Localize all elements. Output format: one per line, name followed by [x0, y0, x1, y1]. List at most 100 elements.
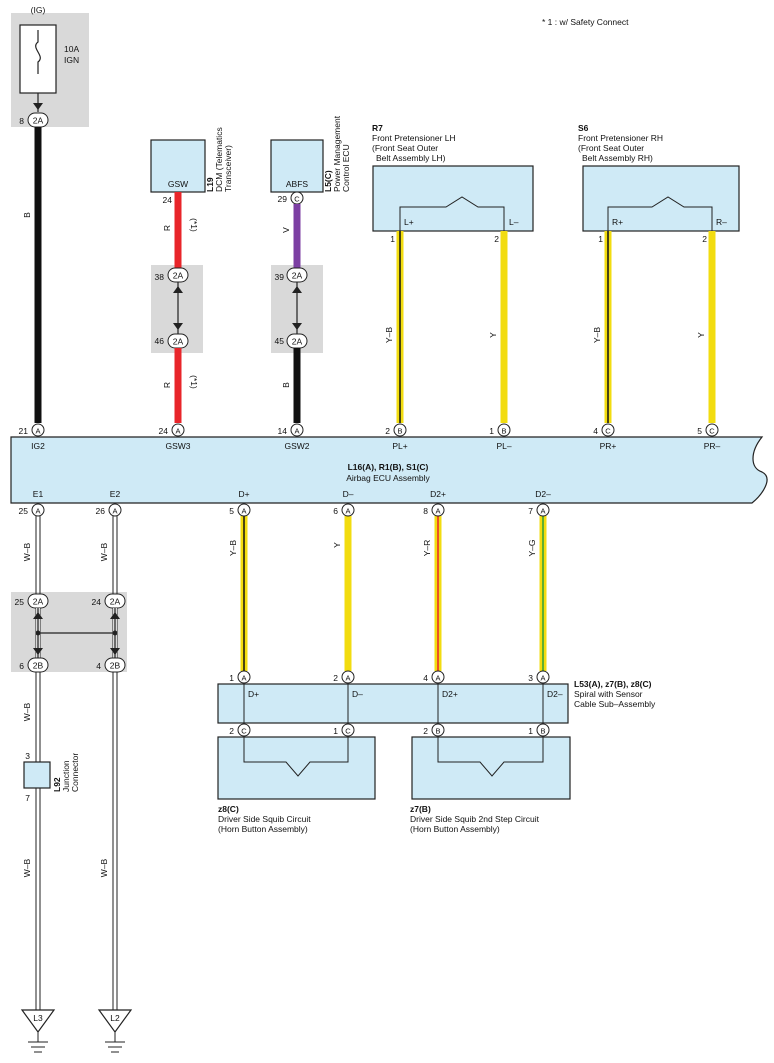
s6-box	[582, 165, 740, 232]
svg-text:Cable Sub–Assembly: Cable Sub–Assembly	[574, 699, 656, 709]
ecu-bottom-terminal: A 5	[229, 503, 251, 517]
svg-text:24: 24	[163, 195, 173, 205]
svg-text:A: A	[345, 507, 350, 516]
fuse-icon	[35, 30, 41, 74]
svg-text:R+: R+	[612, 217, 623, 227]
svg-text:(Front Seat Outer: (Front Seat Outer	[578, 143, 644, 153]
svg-text:2: 2	[702, 234, 707, 244]
svg-text:L–: L–	[509, 217, 519, 227]
arrow-up-icon	[110, 612, 120, 619]
l92-name-line2: Connector	[70, 753, 80, 792]
spiral-bottom-terminal: B 2	[423, 723, 445, 737]
svg-text:Belt Assembly RH): Belt Assembly RH)	[582, 153, 653, 163]
svg-text:IG2: IG2	[31, 441, 45, 451]
svg-text:z7(B): z7(B)	[410, 804, 431, 814]
svg-text:PR–: PR–	[704, 441, 721, 451]
svg-text:46: 46	[155, 336, 165, 346]
svg-text:2: 2	[385, 426, 390, 436]
ecu-bottom-terminal: A 8	[423, 503, 445, 517]
svg-text:A: A	[294, 427, 299, 436]
arrow-down-icon	[33, 103, 43, 110]
svg-text:Front Pretensioner RH: Front Pretensioner RH	[578, 133, 663, 143]
svg-text:B: B	[540, 727, 545, 736]
fuse-amp: 10A	[64, 44, 79, 54]
connector-2b	[27, 657, 49, 673]
wire-e2-wb	[112, 516, 118, 1010]
svg-text:B: B	[397, 427, 402, 436]
svg-text:D–: D–	[343, 489, 354, 499]
svg-text:GSW3: GSW3	[165, 441, 190, 451]
arrow-down-icon	[173, 323, 183, 330]
svg-text:GSW2: GSW2	[284, 441, 309, 451]
svg-text:A: A	[540, 674, 545, 683]
svg-text:A: A	[35, 427, 40, 436]
squib-symbol-icon	[607, 196, 713, 231]
svg-text:A: A	[35, 507, 40, 516]
svg-text:Y: Y	[332, 542, 342, 548]
svg-text:L5(C): L5(C)	[323, 170, 333, 192]
svg-text:29: 29	[278, 194, 288, 204]
svg-text:Y–G: Y–G	[527, 539, 537, 556]
svg-text:E2: E2	[110, 489, 121, 499]
ground-icon	[97, 1009, 133, 1053]
svg-text:6: 6	[333, 506, 338, 516]
svg-text:3: 3	[25, 751, 30, 761]
svg-text:4: 4	[593, 426, 598, 436]
svg-text:A: A	[345, 674, 350, 683]
svg-text:R7: R7	[372, 123, 383, 133]
svg-text:4: 4	[423, 673, 428, 683]
footnote: * 1 : w/ Safety Connect	[542, 17, 629, 27]
ecu-top-terminal: B 2 PL+	[385, 423, 408, 451]
ecu-top-terminal: A 24 GSW3	[159, 423, 191, 451]
ecu-bottom-terminal: A 25	[19, 503, 45, 517]
svg-text:C: C	[294, 195, 300, 204]
svg-text:Y: Y	[696, 332, 706, 338]
dcm-name-line2: Transceiver)	[223, 145, 233, 192]
svg-text:A: A	[435, 674, 440, 683]
svg-text:V: V	[281, 227, 291, 233]
svg-text:Y: Y	[488, 332, 498, 338]
svg-text:R: R	[162, 225, 172, 231]
svg-text:C: C	[241, 727, 247, 736]
svg-text:B: B	[22, 212, 32, 218]
svg-text:6: 6	[19, 661, 24, 671]
svg-text:ABFS: ABFS	[286, 179, 309, 189]
svg-text:1: 1	[229, 673, 234, 683]
svg-text:B: B	[281, 382, 291, 388]
svg-text:1: 1	[528, 726, 533, 736]
svg-text:4: 4	[96, 661, 101, 671]
svg-text:A: A	[241, 507, 246, 516]
svg-text:24: 24	[92, 597, 102, 607]
svg-text:5: 5	[697, 426, 702, 436]
svg-text:A: A	[112, 507, 117, 516]
svg-text:2A: 2A	[110, 597, 121, 607]
z7-squib-box	[411, 736, 571, 800]
svg-text:39: 39	[275, 272, 285, 282]
svg-text:5: 5	[229, 506, 234, 516]
squib-symbol-icon	[243, 737, 349, 777]
svg-text:26: 26	[96, 506, 106, 516]
arrow-up-icon	[173, 286, 183, 293]
pm-ecu-box	[270, 139, 324, 193]
airbag-ecu-name: Airbag ECU Assembly	[346, 473, 430, 483]
svg-text:1: 1	[598, 234, 603, 244]
svg-text:(*1): (*1)	[189, 375, 199, 389]
svg-text:(*1): (*1)	[189, 218, 199, 232]
svg-text:(Horn Button Assembly): (Horn Button Assembly)	[218, 824, 308, 834]
svg-text:W–B: W–B	[99, 858, 109, 877]
svg-text:Y–B: Y–B	[592, 327, 602, 343]
pm-ecu-name-line1: Power Management	[332, 115, 342, 192]
svg-text:Driver Side Squib 2nd Step Cir: Driver Side Squib 2nd Step Circuit	[410, 814, 540, 824]
svg-text:R–: R–	[716, 217, 727, 227]
junction-connector-l92	[23, 761, 51, 789]
svg-text:Y–B: Y–B	[228, 540, 238, 556]
arrow-down-icon	[33, 648, 43, 655]
svg-text:8: 8	[19, 116, 24, 126]
svg-text:Front Pretensioner LH: Front Pretensioner LH	[372, 133, 456, 143]
svg-text:B: B	[501, 427, 506, 436]
svg-text:24: 24	[159, 426, 169, 436]
svg-text:7: 7	[25, 793, 30, 803]
pm-ecu-name-line2: Control ECU	[341, 144, 351, 192]
svg-text:2B: 2B	[110, 661, 121, 671]
